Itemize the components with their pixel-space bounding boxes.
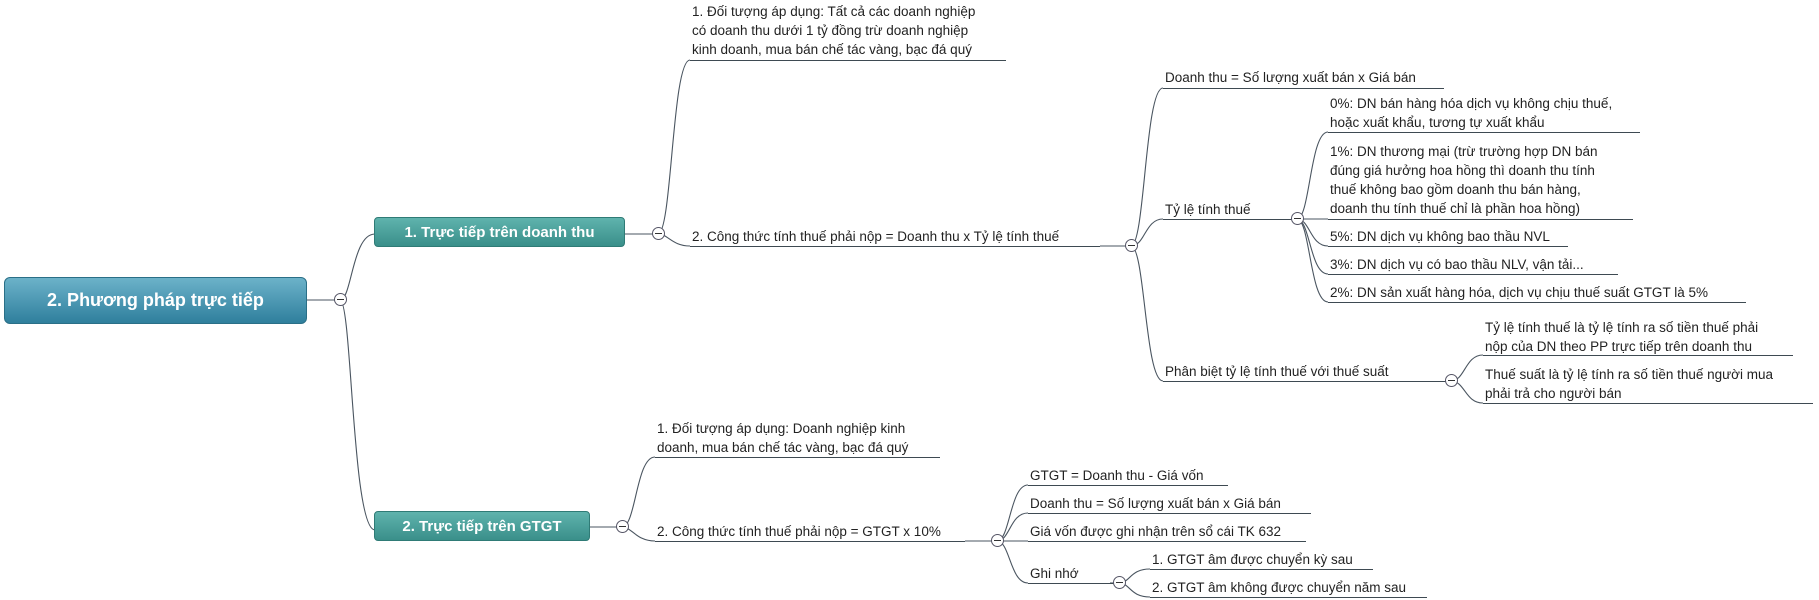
topic-formula-2[interactable]: 2. Công thức tính thuế phải nộp = GTGT x… xyxy=(657,524,941,539)
topic-cost[interactable]: Giá vốn được ghi nhận trên sổ cái TK 632 xyxy=(1030,524,1282,539)
branch-topic-revenue-label: 1. Trực tiếp trên doanh thu xyxy=(404,223,595,241)
root-topic[interactable]: 2. Phương pháp trực tiếp xyxy=(4,277,307,324)
underline xyxy=(690,246,1100,247)
topic-object-2[interactable]: 1. Đối tượng áp dụng: Doanh nghiệp kinh … xyxy=(657,421,909,455)
underline xyxy=(1028,485,1228,486)
collapse-toggle-rate[interactable] xyxy=(1291,212,1304,225)
underline xyxy=(1328,219,1633,220)
collapse-toggle-formula2[interactable] xyxy=(991,534,1004,547)
underline xyxy=(655,457,940,458)
collapse-toggle-formula1[interactable] xyxy=(1125,239,1138,252)
topic-tax-rate[interactable]: Tỷ lệ tính thuế xyxy=(1165,202,1251,217)
topic-revenue-1[interactable]: Doanh thu = Số lượng xuất bán x Giá bán xyxy=(1165,70,1416,85)
topic-rate-2[interactable]: 2%: DN sản xuất hàng hóa, dịch vụ chịu t… xyxy=(1330,285,1708,300)
underline xyxy=(1028,583,1114,584)
underline xyxy=(1150,597,1427,598)
topic-distinguish-tax[interactable]: Thuế suất là tỷ lệ tính ra số tiền thuế … xyxy=(1485,367,1774,401)
underline xyxy=(1483,403,1813,404)
underline xyxy=(1328,274,1618,275)
topic-rate-0[interactable]: 0%: DN bán hàng hóa dịch vụ không chịu t… xyxy=(1330,96,1613,130)
topic-rate-1[interactable]: 1%: DN thương mại (trừ trường hợp DN bán… xyxy=(1330,144,1598,216)
topic-rate-3[interactable]: 3%: DN dịch vụ có bao thầu NLV, vận tải.… xyxy=(1330,257,1584,272)
underline xyxy=(1028,541,1306,542)
collapse-toggle-note[interactable] xyxy=(1113,576,1126,589)
underline xyxy=(1163,219,1298,220)
collapse-toggle-distinguish[interactable] xyxy=(1445,374,1458,387)
topic-rate-5[interactable]: 5%: DN dịch vụ không bao thầu NVL xyxy=(1330,229,1550,244)
collapse-toggle-branch2[interactable] xyxy=(616,520,629,533)
branch-topic-gtgt-label: 2. Trực tiếp trên GTGT xyxy=(402,517,562,535)
underline xyxy=(1328,246,1568,247)
underline xyxy=(690,60,1006,61)
underline xyxy=(1163,88,1444,89)
topic-note-2[interactable]: 2. GTGT âm không được chuyển năm sau xyxy=(1152,580,1407,595)
topic-revenue-2[interactable]: Doanh thu = Số lượng xuất bán x Giá bán xyxy=(1030,496,1281,511)
underline xyxy=(1150,569,1373,570)
topic-note[interactable]: Ghi nhớ xyxy=(1030,566,1079,581)
underline xyxy=(1483,355,1793,356)
topic-note-1[interactable]: 1. GTGT âm được chuyển kỳ sau xyxy=(1152,552,1353,567)
root-topic-label: 2. Phương pháp trực tiếp xyxy=(47,290,264,310)
underline xyxy=(1328,302,1746,303)
underline xyxy=(1163,381,1450,382)
underline xyxy=(655,541,965,542)
branch-topic-revenue[interactable]: 1. Trực tiếp trên doanh thu xyxy=(374,217,625,247)
underline xyxy=(1328,132,1640,133)
branch-topic-gtgt[interactable]: 2. Trực tiếp trên GTGT xyxy=(374,511,590,541)
topic-object-1[interactable]: 1. Đối tượng áp dụng: Tất cả các doanh n… xyxy=(692,4,976,57)
topic-distinguish-rate[interactable]: Tỷ lệ tính thuế là tỷ lệ tính ra số tiền… xyxy=(1485,320,1759,354)
collapse-toggle-branch1[interactable] xyxy=(652,227,665,240)
collapse-toggle-root[interactable] xyxy=(334,293,347,306)
underline xyxy=(1028,513,1311,514)
topic-formula-1[interactable]: 2. Công thức tính thuế phải nộp = Doanh … xyxy=(692,229,1060,244)
topic-distinguish[interactable]: Phân biệt tỷ lệ tính thuế với thuế suất xyxy=(1165,364,1389,379)
topic-gtgt-definition[interactable]: GTGT = Doanh thu - Giá vốn xyxy=(1030,468,1204,483)
